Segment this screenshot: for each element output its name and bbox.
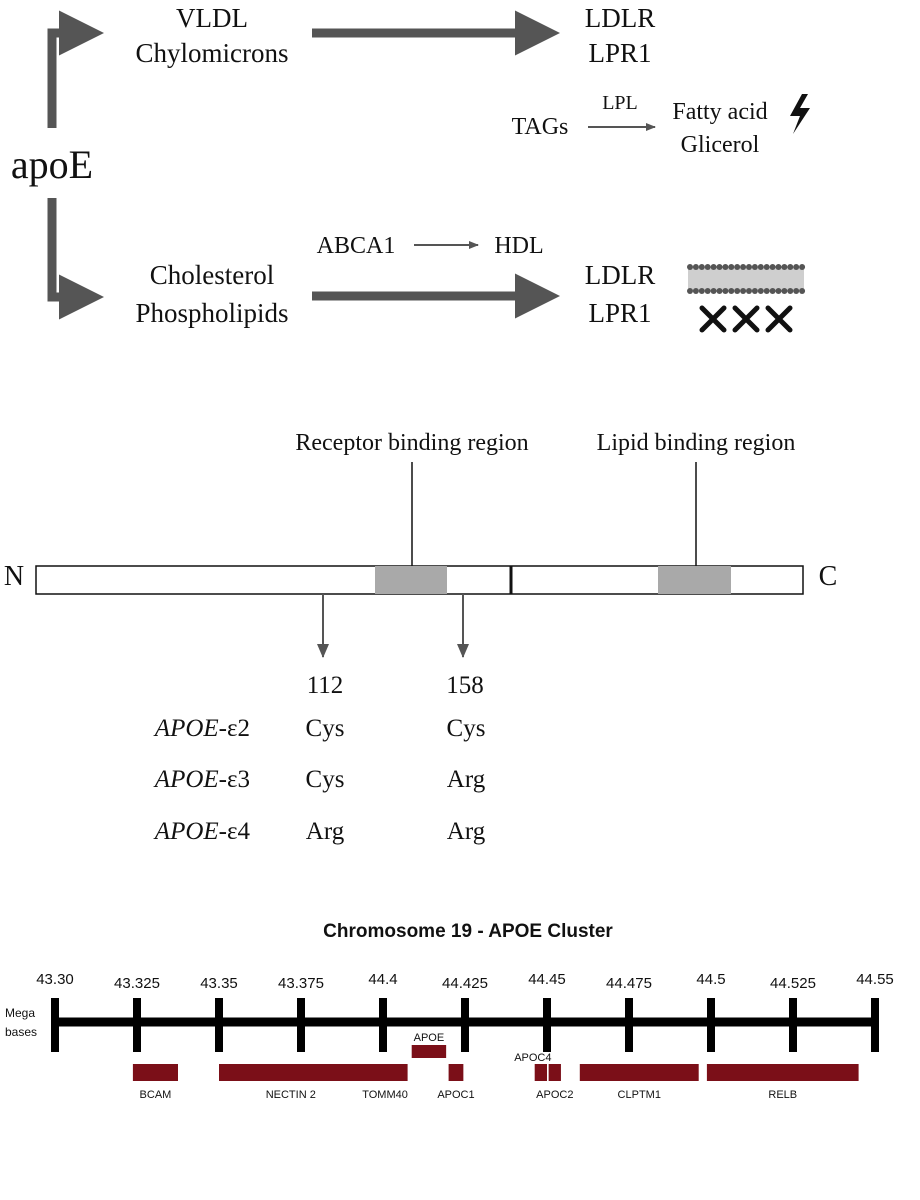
gene-block: [132, 1064, 178, 1081]
gene-block: [362, 1064, 408, 1081]
hdl-label: HDL: [494, 233, 543, 259]
gene-block: [579, 1064, 699, 1081]
gene-block: [448, 1064, 464, 1081]
lower-target-line-1: LDLR: [585, 260, 656, 290]
axis-label-line-1: Mega: [5, 1006, 35, 1020]
position-158-label: 158: [446, 672, 484, 699]
gene-block: [534, 1064, 547, 1081]
allele-e3-residue-112: Cys: [306, 766, 345, 793]
cross-mark-icon: [765, 305, 793, 333]
tags-label: TAGs: [512, 114, 569, 140]
axis-tick-label: 44.425: [442, 975, 488, 992]
allele-e4-label: APOE-ε4: [153, 818, 251, 845]
lipid-region-label: Lipid binding region: [597, 430, 796, 456]
gene-label: APOC1: [437, 1089, 474, 1101]
n-terminus-label: N: [4, 561, 24, 592]
allele-e4-residue-112: Arg: [306, 818, 345, 845]
axis-label-line-2: bases: [5, 1025, 37, 1039]
axis-tick-label: 44.45: [528, 971, 566, 988]
gene-label: APOC4: [514, 1052, 551, 1064]
axis-tick-label: 43.325: [114, 975, 160, 992]
allele-e2-residue-112: Cys: [306, 715, 345, 742]
lightning-bolt-icon: [790, 94, 810, 134]
axis-tick-label: 44.475: [606, 975, 652, 992]
axis-tick-label: 44.4: [368, 971, 397, 988]
gene-label: CLPTM1: [618, 1089, 661, 1101]
lpl-enzyme-label: LPL: [602, 92, 638, 114]
product-line-2: Glicerol: [681, 132, 760, 158]
allele-e3-residue-158: Arg: [447, 766, 486, 793]
allele-e4-residue-158: Arg: [447, 818, 486, 845]
allele-e2-label: APOE-ε2: [153, 715, 250, 742]
allele-e3-label: APOE-ε3: [153, 766, 250, 793]
axis-tick-label: 43.375: [278, 975, 324, 992]
protein-panel: Receptor binding region Lipid binding re…: [4, 430, 837, 845]
position-112-label: 112: [307, 672, 344, 699]
axis-tick-label: 44.525: [770, 975, 816, 992]
chromosome-panel: Chromosome 19 - APOE Cluster Mega bases …: [5, 921, 894, 1101]
cross-mark-icon: [699, 305, 727, 333]
abca1-label: ABCA1: [317, 233, 396, 259]
lower-source-line-2: Phospholipids: [135, 298, 288, 328]
receptor-binding-region: [375, 566, 447, 594]
lipid-binding-region: [658, 566, 731, 594]
gene-label: NECTIN 2: [266, 1089, 316, 1101]
gene-block: [548, 1064, 561, 1081]
product-line-1: Fatty acid: [672, 99, 767, 125]
c-terminus-label: C: [819, 561, 838, 592]
lower-target-line-2: LPR1: [588, 298, 651, 328]
chromosome-title: Chromosome 19 - APOE Cluster: [323, 921, 613, 942]
gene-block: [219, 1064, 363, 1081]
gene-block: [706, 1064, 859, 1081]
receptor-region-label: Receptor binding region: [295, 430, 528, 456]
gene-label: BCAM: [140, 1089, 172, 1101]
pathway-panel: apoE VLDL Chylomicrons LDLR LPR1 TAGs LP…: [11, 3, 810, 333]
gene-block: [411, 1045, 447, 1058]
upper-target-line-1: LDLR: [585, 3, 656, 33]
lipid-bilayer-icon: [687, 264, 806, 294]
gene-label: APOE: [414, 1032, 445, 1044]
chromosome-ticks: 43.30 43.325 43.35 43.375 44.4 44.425 44.45 44.…: [36, 971, 894, 1052]
axis-tick-label: 44.55: [856, 971, 894, 988]
lower-branch-arrow: [47, 198, 104, 320]
axis-tick-label: 43.30: [36, 971, 74, 988]
upper-target-line-2: LPR1: [588, 38, 651, 68]
upper-source-line-1: VLDL: [176, 3, 248, 33]
axis-tick-label: 43.35: [200, 975, 238, 992]
cross-mark-icon: [732, 305, 760, 333]
axis-tick-label: 44.5: [696, 971, 725, 988]
gene-label: APOC2: [536, 1089, 573, 1101]
upper-branch-arrow: [47, 10, 104, 128]
gene-label: TOMM40: [362, 1089, 408, 1101]
apoe-root-label: apoE: [11, 142, 93, 187]
allele-e2-residue-158: Cys: [447, 715, 486, 742]
upper-source-line-2: Chylomicrons: [136, 38, 289, 68]
gene-label: RELB: [768, 1089, 797, 1101]
lower-source-line-1: Cholesterol: [150, 260, 274, 290]
